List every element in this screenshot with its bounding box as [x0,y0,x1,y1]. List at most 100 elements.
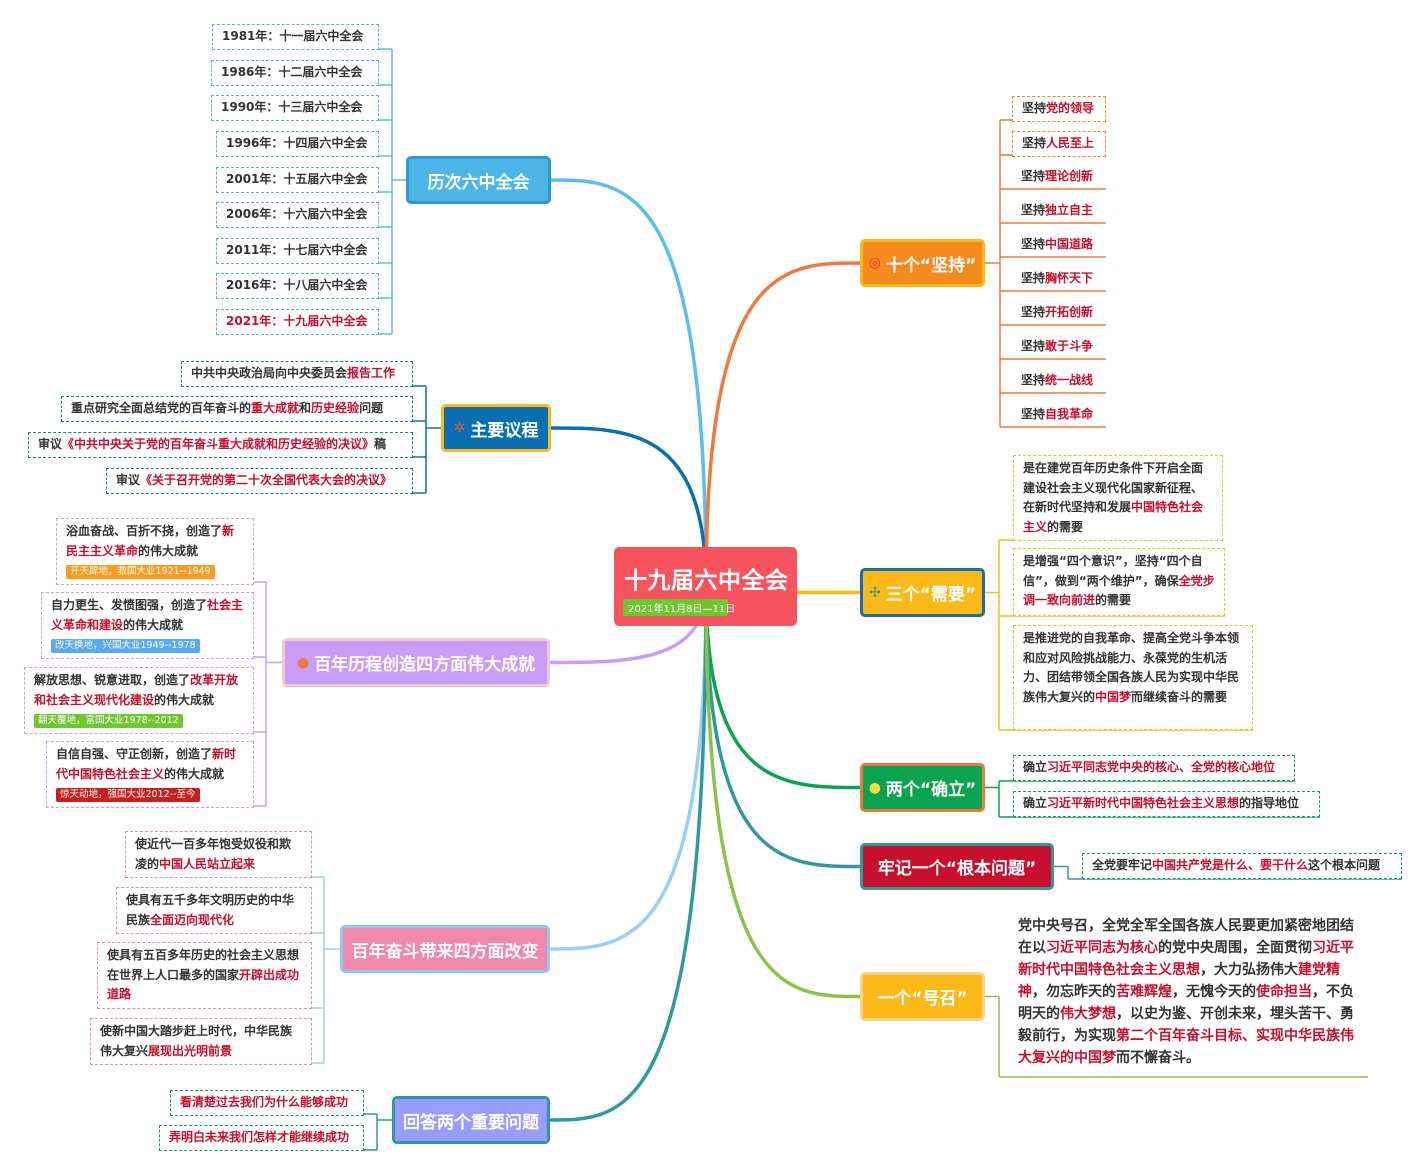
subtopic[interactable]: 1990年：十三届六中全会 [211,95,379,121]
branch-topic[interactable]: ●百年历程创造四方面伟大成就 [282,638,550,687]
subtopic-text: 中共中央政治局向中央委员会 [191,366,348,380]
branch-label: 历次六中全会 [427,172,530,193]
subtopic-text: 1986年：十二届六中全会 [221,65,363,79]
subtopic[interactable]: 1981年：十一届六中全会 [212,24,379,50]
era-tag: 翻天覆地，富国大业1978--2012 [34,714,183,728]
subtopic[interactable]: 2006年：十六届六中全会 [216,202,379,228]
subtopic[interactable]: 看清楚过去我们为什么能够成功 [170,1090,364,1116]
central-topic[interactable]: 十九届六中全会 2021年11月8日—11日 [614,547,797,626]
target-icon: ◎ [868,255,881,271]
subtopic[interactable]: 是推进党的自我革命、提高全党斗争本领和应对风险挑战能力、永葆党的生机活力、团结带… [1013,625,1253,730]
subtopic-text: 确立 [1023,760,1048,774]
highlight-text: 习近平同志党中央的核心、全党的核心地位 [1047,760,1276,774]
branch-topic[interactable]: ●两个“确立” [860,763,985,812]
subtopic[interactable]: 确立习近平同志党中央的核心、全党的核心地位 [1013,755,1295,781]
connector-line [704,261,861,588]
branch-label: 两个“确立” [885,780,977,800]
subtopic[interactable]: 坚持开拓创新 [1012,301,1106,325]
branch-topic[interactable]: ◎十个“坚持” [860,239,985,287]
branch-topic[interactable]: 一个“号召” [860,972,985,1021]
highlight-text: 党的领导 [1046,101,1095,115]
subtopic-text: 坚持 [1021,237,1046,251]
subtopic[interactable]: 是在建党百年历史条件下开启全面建设社会主义现代化国家新征程、在新时代坚持和发展中… [1013,455,1223,541]
subtopic[interactable]: 坚持党的领导 [1012,96,1106,122]
subtopic[interactable]: 审议《中共中央关于党的百年奋斗重大成就和历史经验的决议》稿 [28,432,413,458]
subtopic[interactable]: 浴血奋战、百折不挠，创造了新民主主义革命的伟大成就开天辟地，救国大业1921--… [56,518,254,585]
subtopic[interactable]: 使具有五千多年文明历史的中华民族全面迈向现代化 [116,887,312,934]
connector-line [704,586,861,869]
highlight-text: 敢于斗争 [1045,339,1094,353]
era-tag: 改天换地，兴国大业1949--1978 [51,639,200,653]
subtopic-text: 的伟大成就 [123,617,184,632]
subtopic[interactable]: 党中央号召，全党全军全国各族人民要更加紧密地团结在以习近平同志为核心的党中央周围… [1010,915,1368,1077]
subtopic[interactable]: 中共中央政治局向中央委员会报告工作 [181,361,413,387]
subtopic[interactable]: 2011年：十七届六中全会 [216,238,379,264]
subtopic[interactable]: 坚持敢于斗争 [1012,335,1106,359]
subtopic[interactable]: 坚持人民至上 [1012,131,1106,157]
subtopic[interactable]: 是增强“四个意识”，坚持“四个自信”，做到“两个维护”，确保全党步调一致向前进的… [1013,548,1225,616]
highlight-text: 新时代中国特色社会主义 [56,747,237,781]
branch-topic[interactable]: ✣三个“需要” [860,568,985,617]
subtopic-text: 的伟大成就 [164,766,225,781]
subtopic-text: 坚持 [1021,169,1046,183]
subtopic[interactable]: 使具有五百多年历史的社会主义思想在世界上人口最多的国家开辟出成功道路 [97,942,312,1009]
subtopic-text: 稿 [374,437,387,451]
highlight-text: 理论创新 [1045,169,1094,183]
branch-label: 牢记一个“根本问题” [877,859,1037,879]
subtopic[interactable]: 坚持中国道路 [1012,233,1106,257]
subtopic[interactable]: 坚持统一战线 [1012,369,1106,393]
connector-line [549,586,708,951]
connector-line [704,586,861,790]
branch-topic[interactable]: ✲主要议程 [441,404,551,452]
subtopic[interactable]: 2001年：十五届六中全会 [216,167,379,193]
subtopic-text: ，勿忘昨天的 [1032,984,1116,1000]
branch-label: 百年历程创造四方面伟大成就 [314,655,536,675]
subtopic[interactable]: 重点研究全面总结党的百年奋斗的重大成就和历史经验问题 [61,396,413,422]
highlight-text: 弄明白未来我们怎样才能继续成功 [169,1130,350,1144]
subtopic[interactable]: 自力更生、发愤图强，创造了社会主义革命和建设的伟大成就改天换地，兴国大业1949… [41,592,254,659]
subtopic-text: 使具有五千多年文明历史的中华民族 [126,893,295,927]
highlight-text: 全党步调一致向前进 [1023,573,1215,608]
highlight-text: 开拓创新 [1045,305,1094,319]
subtopic[interactable]: 坚持独立自主 [1012,199,1106,223]
subtopic-text: 1981年：十一届六中全会 [222,29,364,43]
branch-topic[interactable]: 百年奋斗带来四方面改变 [340,925,550,973]
subtopic[interactable]: 确立习近平新时代中国特色社会主义思想的指导地位 [1013,791,1320,817]
balloon-icon: ● [296,654,310,671]
subtopic[interactable]: 2016年：十八届六中全会 [216,273,379,299]
highlight-text: 伟大梦想 [1060,1006,1116,1022]
highlight-text: 改革开放和社会主义现代化建设 [34,673,239,707]
subtopic-text: 坚持 [1021,339,1046,353]
subtopic[interactable]: 全党要牢记中国共产党是什么、要干什么这个根本问题 [1082,853,1402,879]
branch-topic[interactable]: 回答两个重要问题 [392,1096,550,1144]
connector-line [550,426,708,588]
subtopic-text: 2001年：十五届六中全会 [226,172,368,186]
subtopic[interactable]: 解放思想、锐意进取，创造了改革开放和社会主义现代化建设的伟大成就翻天覆地，富国大… [24,667,254,734]
era-tag: 惊天动地，强国大业2012--至今 [56,788,200,802]
highlight-text: 胸怀天下 [1045,271,1094,285]
subtopic-text: 的党中央周围，全面贯彻 [1158,940,1312,956]
connector-line [549,586,708,1122]
subtopic[interactable]: 审议《关于召开党的第二十次全国代表大会的决议》 [106,468,413,494]
subtopic[interactable]: 自信自强、守正创新，创造了新时代中国特色社会主义的伟大成就惊天动地，强国大业20… [46,741,254,808]
subtopic[interactable]: 使近代一百多年饱受奴役和欺凌的中国人民站立起来 [125,831,312,878]
highlight-text: 中国特色社会主义 [1023,500,1204,534]
branch-topic[interactable]: 牢记一个“根本问题” [860,843,1054,890]
subtopic-text: 使具有五百多年历史的社会主义思想在世界上人口最多的国家 [107,948,300,982]
subtopic[interactable]: 弄明白未来我们怎样才能继续成功 [159,1125,364,1151]
branch-topic[interactable]: 历次六中全会 [406,156,551,204]
subtopic[interactable]: 使新中国大踏步赶上时代，中华民族伟大复兴展现出光明前景 [90,1018,312,1065]
highlight-text: 使命担当 [1256,984,1312,1000]
subtopic-text: 而不懈奋斗。 [1116,1050,1200,1066]
subtopic[interactable]: 2021年：十九届六中全会 [216,309,379,335]
subtopic[interactable]: 坚持胸怀天下 [1012,267,1106,291]
subtopic[interactable]: 1996年：十四届六中全会 [216,131,379,157]
subtopic-text: 的伟大成就 [138,543,199,558]
subtopic[interactable]: 1986年：十二届六中全会 [211,60,379,86]
subtopic-text: ，无愧今天的 [1172,984,1256,1000]
branch-label: 十个“坚持” [885,255,977,276]
subtopic[interactable]: 坚持自我革命 [1012,403,1106,427]
subtopic-text: 的需要 [1047,519,1084,534]
subtopic[interactable]: 坚持理论创新 [1012,165,1106,189]
subtopic-text: 和 [299,401,312,415]
